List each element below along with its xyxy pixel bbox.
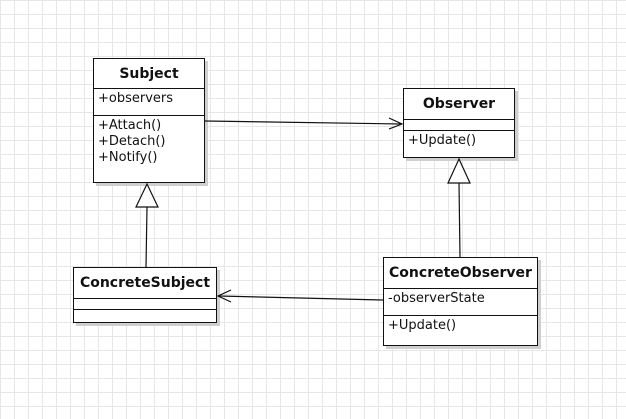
attribute-row: -observerState <box>388 291 485 306</box>
class-observer-operations: +Update() <box>404 131 514 156</box>
class-concrete-subject-name: ConcreteSubject <box>74 268 216 299</box>
class-observer-attributes <box>404 120 514 131</box>
class-subject-operations: +Attach() +Detach() +Notify() <box>94 116 204 182</box>
class-subject-attributes: +observers <box>94 89 204 116</box>
operation-row: +Update() <box>408 133 477 148</box>
class-subject[interactable]: Subject +observers +Attach() +Detach() +… <box>93 58 205 183</box>
operation-row: +Detach() <box>98 134 166 149</box>
class-concrete-observer-name: ConcreteObserver <box>384 258 537 289</box>
class-concrete-subject[interactable]: ConcreteSubject <box>73 267 217 323</box>
operation-row: +Notify() <box>98 150 158 165</box>
class-concrete-observer[interactable]: ConcreteObserver -observerState +Update(… <box>383 257 538 346</box>
class-observer-name: Observer <box>404 89 514 120</box>
class-subject-name: Subject <box>94 59 204 89</box>
attribute-row: +observers <box>98 91 174 106</box>
class-observer[interactable]: Observer +Update() <box>403 88 515 158</box>
class-concrete-observer-attributes: -observerState <box>384 289 537 316</box>
class-concrete-subject-attributes <box>74 299 216 310</box>
class-concrete-observer-operations: +Update() <box>384 316 537 343</box>
operation-row: +Update() <box>388 318 457 333</box>
class-concrete-subject-operations <box>74 310 216 321</box>
operation-row: +Attach() <box>98 118 162 133</box>
